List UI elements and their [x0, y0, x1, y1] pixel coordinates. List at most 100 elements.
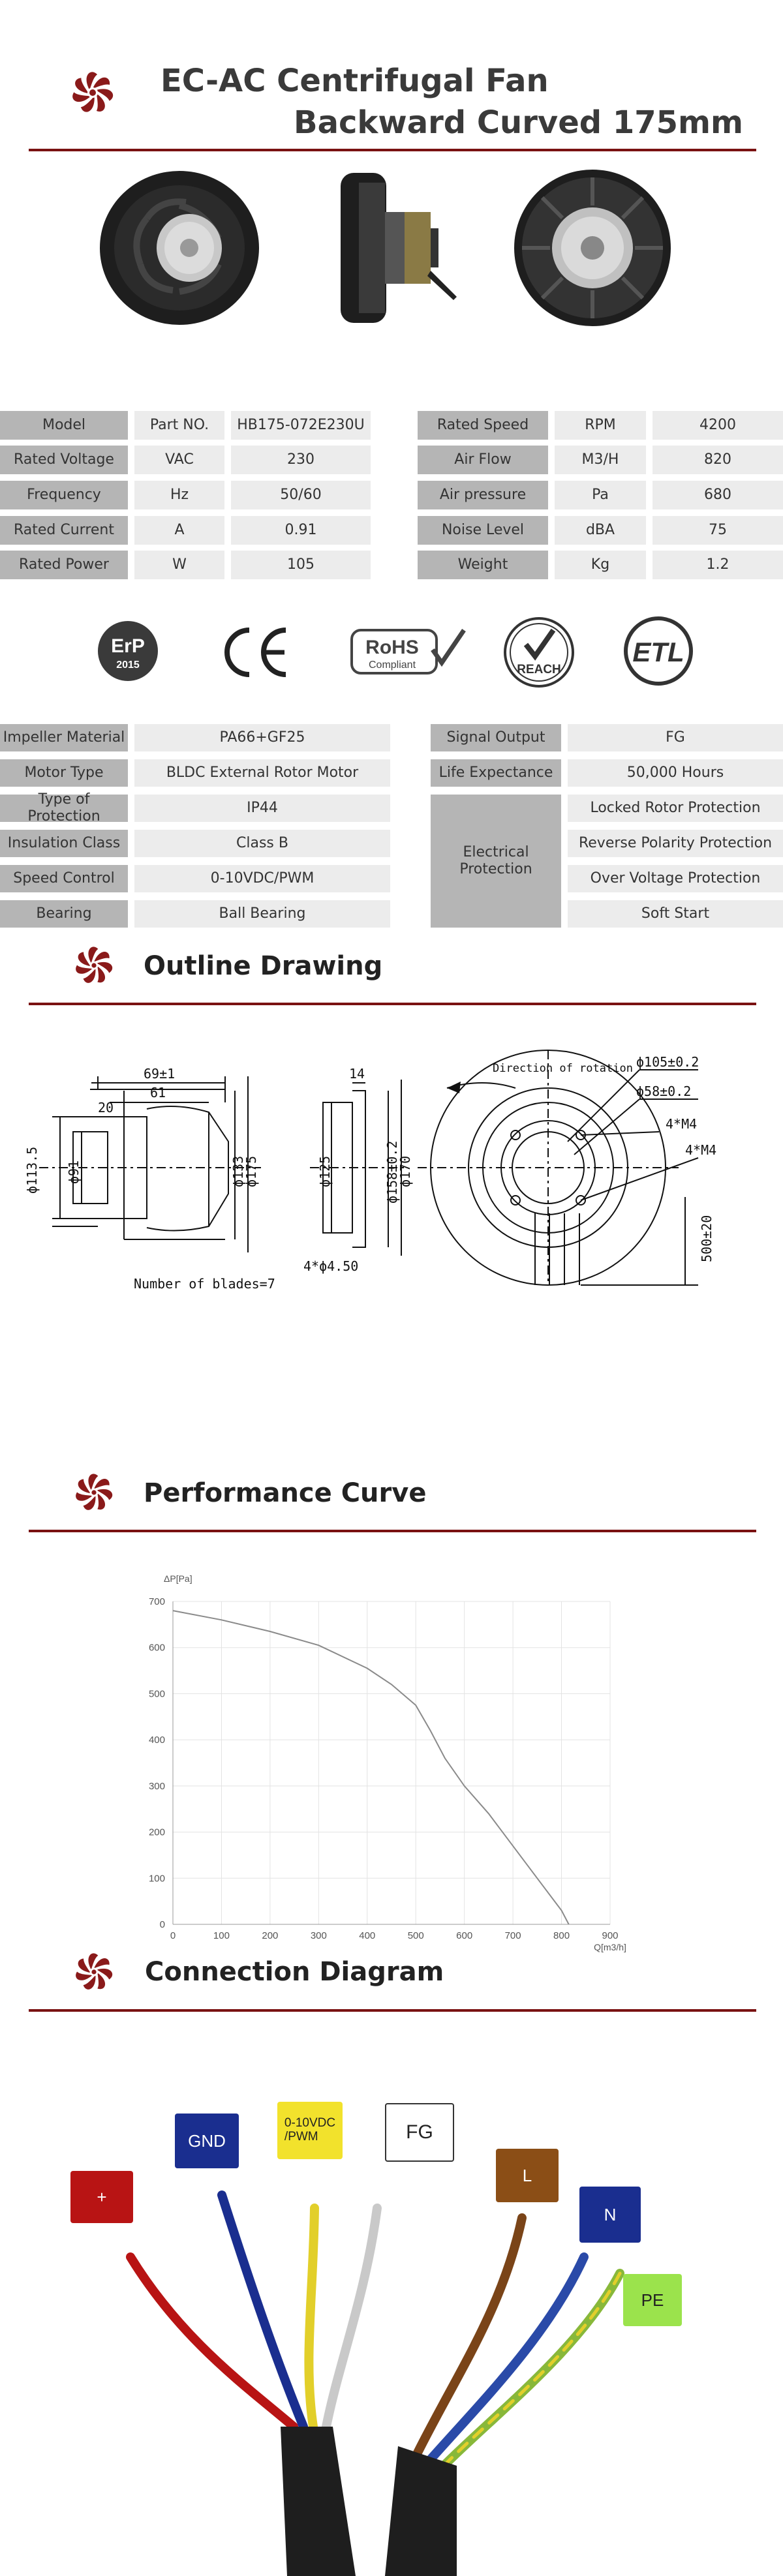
svg-text:RoHS: RoHS [365, 637, 419, 658]
svg-text:Compliant: Compliant [369, 659, 416, 671]
dim-91: ϕ91 [66, 1160, 82, 1184]
rohs-icon: RoHS Compliant [350, 629, 466, 674]
connection-wires [126, 2190, 624, 2576]
erp-icon: ErP 2015 [98, 621, 158, 681]
fan-logo-icon [72, 72, 114, 112]
performance-curve-title: Performance Curve [144, 1478, 427, 1508]
y-tick-label: 700 [149, 1596, 165, 1607]
electrical-protection-label: Electrical Protection [431, 795, 561, 928]
wire-label-6: PE [623, 2274, 682, 2326]
header-rule [29, 149, 756, 151]
spec-left-label: Model [0, 411, 128, 440]
spec-right-value: 4200 [652, 411, 783, 440]
spec-right-unit: Kg [555, 551, 646, 579]
outline-drawing: 69±1 61 20 ϕ113.5 ϕ91 ϕ133 ϕ175 14 ϕ125 … [24, 1050, 716, 1292]
y-tick-label: 200 [149, 1827, 165, 1838]
signal-output-label: Signal Output [431, 724, 561, 751]
dim-61: 61 [150, 1085, 166, 1100]
y-tick-label: 500 [149, 1688, 165, 1699]
outline-rule [29, 1003, 756, 1005]
y-axis-label: ΔP[Pa] [164, 1573, 192, 1584]
protection-item: Reverse Polarity Protection [568, 830, 783, 857]
y-tick-label: 100 [149, 1873, 165, 1884]
dim-69: 69±1 [144, 1066, 175, 1082]
y-tick-label: 400 [149, 1735, 165, 1746]
y-tick-label: 600 [149, 1643, 165, 1654]
x-tick-label: 600 [456, 1930, 472, 1941]
spec-left-label: Rated Power [0, 551, 128, 579]
feature-label: Impeller Material [0, 724, 128, 751]
spec-right-label: Air pressure [418, 481, 548, 509]
dim-m4a: 4*M4 [666, 1116, 697, 1132]
rotation-label: Direction of rotation [493, 1062, 633, 1075]
fan-front-image [100, 171, 259, 325]
feature-value: Class B [134, 830, 390, 857]
x-tick-label: 400 [359, 1930, 375, 1941]
dim-m4b: 4*M4 [685, 1142, 716, 1158]
spec-right-unit: Pa [555, 481, 646, 509]
section-fan-icon [76, 947, 113, 983]
spec-right-label: Air Flow [418, 446, 548, 474]
wire-label-0: + [70, 2171, 133, 2223]
spec-right-label: Rated Speed [418, 411, 548, 440]
x-tick-label: 700 [505, 1930, 521, 1941]
wire-label-1: GND [175, 2114, 239, 2168]
spec-right-value: 75 [652, 516, 783, 545]
dim-14: 14 [349, 1066, 365, 1082]
feature-value: 0-10VDC/PWM [134, 865, 390, 892]
spec-left-unit: W [134, 551, 224, 579]
x-axis-label: Q[m3/h] [594, 1942, 626, 1952]
protection-item: Over Voltage Protection [568, 865, 783, 892]
spec-right-unit: dBA [555, 516, 646, 545]
feature-label: Motor Type [0, 759, 128, 787]
dim-blades: Number of blades=7 [134, 1276, 275, 1292]
dim-holes: 4*ϕ4.50 [303, 1258, 358, 1274]
x-tick-label: 200 [262, 1930, 278, 1941]
performance-rule [29, 1530, 756, 1532]
spec-left-label: Rated Current [0, 516, 128, 545]
wire-label-2: 0-10VDC /PWM [277, 2102, 343, 2159]
performance-curve-line [172, 1610, 570, 1925]
wire-label-5: N [579, 2187, 641, 2243]
spec-right-unit: M3/H [555, 446, 646, 474]
dim-133: ϕ133 [230, 1156, 246, 1187]
etl-icon: ETL [624, 616, 693, 686]
outline-drawing-title: Outline Drawing [144, 951, 383, 981]
spec-left-value: 105 [231, 551, 371, 579]
life-expectance-label: Life Expectance [431, 759, 561, 787]
svg-text:ETL: ETL [632, 637, 684, 667]
wire-label-3: FG [385, 2103, 454, 2162]
spec-left-value: 230 [231, 446, 371, 474]
spec-right-value: 1.2 [652, 551, 783, 579]
spec-left-label: Rated Voltage [0, 446, 128, 474]
spec-left-unit: Part NO. [134, 411, 224, 440]
x-tick-label: 500 [408, 1930, 424, 1941]
feature-value: BLDC External Rotor Motor [134, 759, 390, 787]
title-line-2: Backward Curved 175mm [294, 104, 744, 141]
spec-left-value: HB175-072E230U [231, 411, 371, 440]
protection-item: Soft Start [568, 900, 783, 928]
spec-right-value: 820 [652, 446, 783, 474]
wire-label-4: L [496, 2149, 559, 2202]
spec-left-label: Frequency [0, 481, 128, 509]
spec-right-label: Noise Level [418, 516, 548, 545]
dim-20: 20 [98, 1100, 114, 1115]
fan-side-image [341, 173, 457, 323]
connection-rule [29, 2009, 756, 2012]
title-line-1: EC-AC Centrifugal Fan [161, 63, 549, 99]
x-tick-label: 300 [311, 1930, 327, 1941]
x-tick-label: 900 [602, 1930, 618, 1941]
signal-output-value: FG [568, 724, 783, 751]
y-tick-label: 0 [160, 1919, 165, 1930]
spec-right-unit: RPM [555, 411, 646, 440]
section-fan-icon [76, 1474, 113, 1510]
spec-left-value: 0.91 [231, 516, 371, 545]
feature-label: Type of Protection [0, 791, 128, 825]
dim-125: ϕ125 [317, 1156, 333, 1187]
dim-170: ϕ170 [397, 1156, 413, 1187]
reach-icon: REACH [504, 617, 574, 688]
spec-left-value: 50/60 [231, 481, 371, 509]
svg-text:REACH: REACH [517, 663, 561, 676]
feature-value: PA66+GF25 [134, 724, 390, 751]
